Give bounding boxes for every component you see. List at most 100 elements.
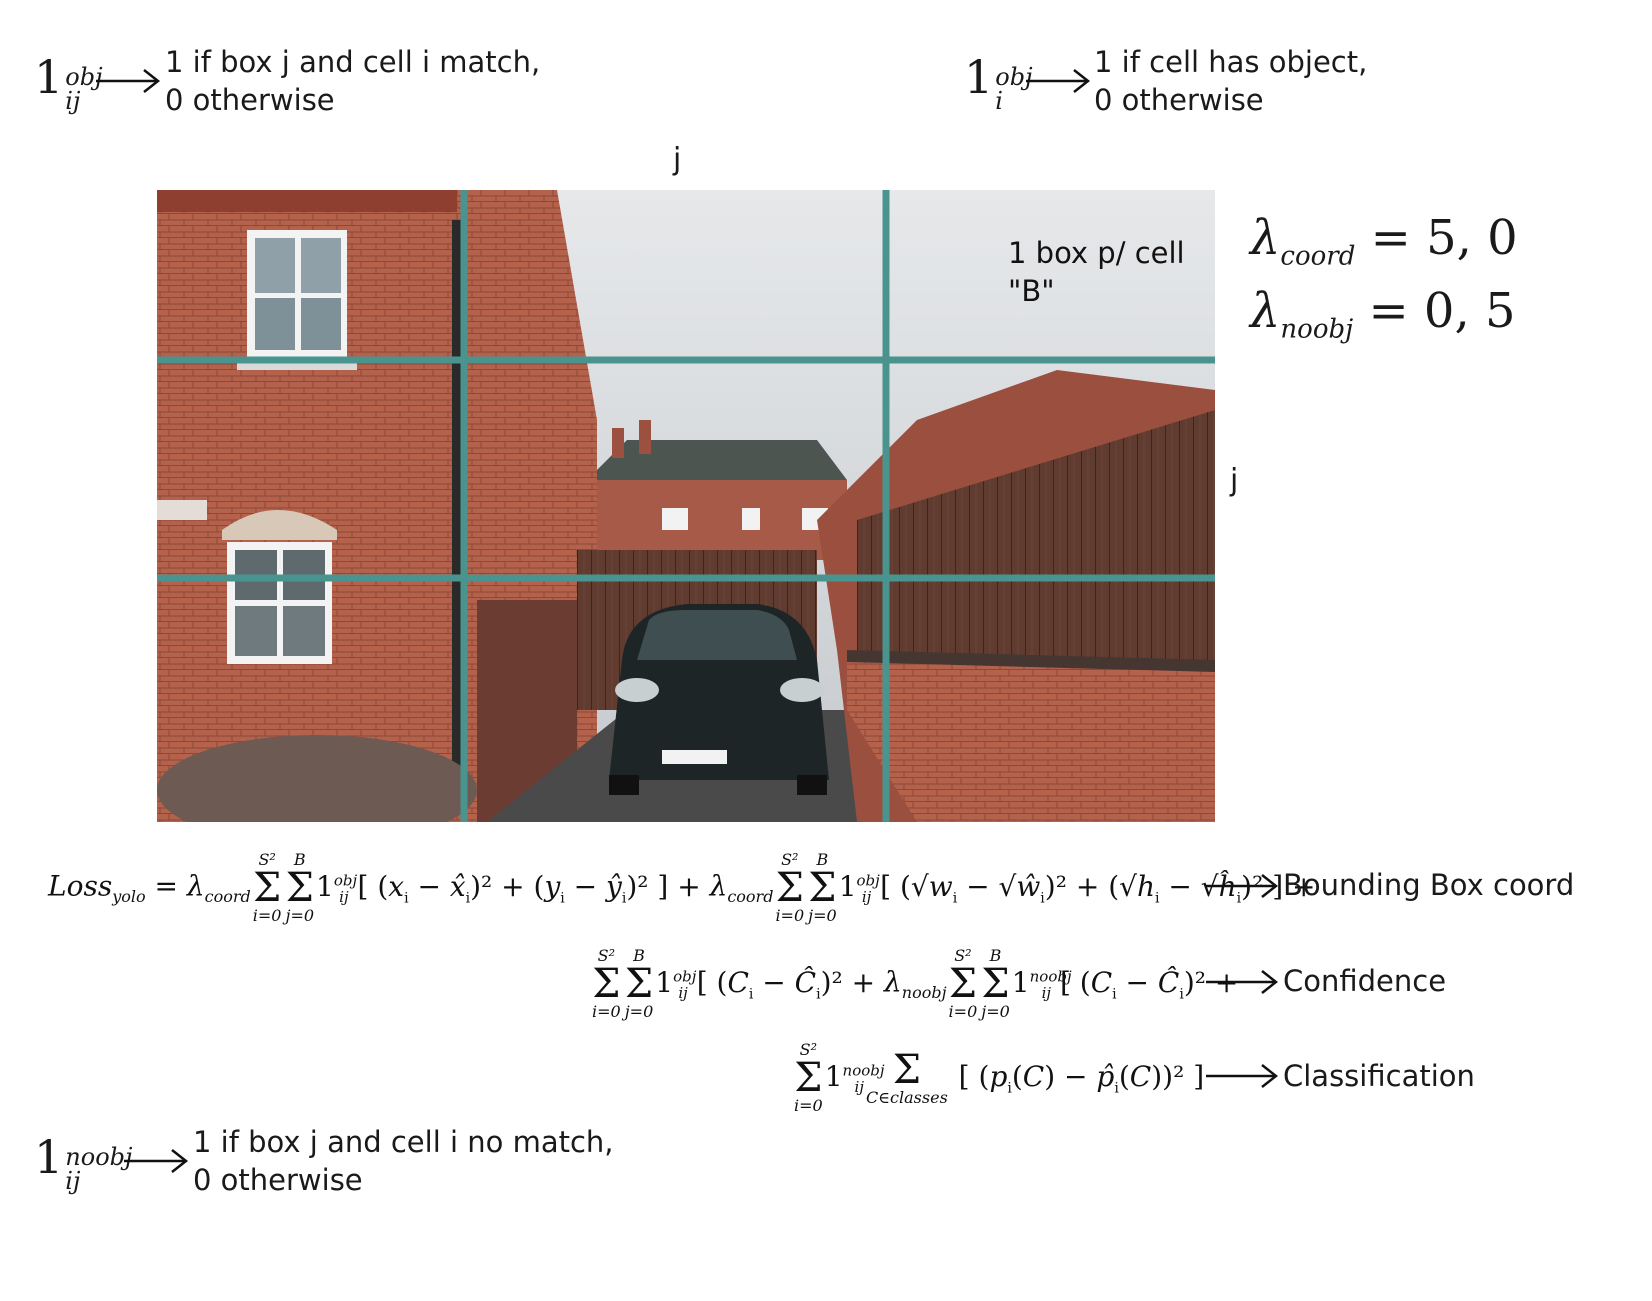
indicator-symbol: 1: [964, 50, 994, 104]
grid-overlay: [157, 190, 1215, 822]
sum-lower: i=0: [794, 1096, 823, 1115]
definition-line: 0 otherwise: [193, 1163, 363, 1197]
definition-line: 1 if box j and cell i match,: [165, 45, 541, 79]
lambda-term: λ: [884, 965, 902, 999]
label-bounding-box-coord: Bounding Box coord: [1283, 868, 1575, 902]
distant-house: [587, 420, 847, 560]
sum-upper: S²: [799, 1040, 818, 1059]
lambda-sub: noobj: [1280, 314, 1354, 345]
lambda-symbol: λ: [1250, 283, 1281, 339]
loss-term-class: [ (pi(C) − p̂i(C))² ]: [949, 1059, 1205, 1097]
indicator-sup: obj: [65, 62, 103, 91]
sigma-symbol: Σ: [624, 961, 654, 1007]
axis-label-top: j: [673, 142, 682, 177]
sum-upper: B: [633, 946, 645, 965]
indicator-sub: ij: [65, 86, 81, 115]
definition-line: 1 if cell has object,: [1094, 45, 1368, 79]
indicator-symbol: 1: [34, 1130, 64, 1184]
lambda-value: = 0, 5: [1368, 283, 1516, 339]
lambda-symbol: λ: [1250, 210, 1281, 266]
sigma-symbol: Σ: [892, 1047, 922, 1093]
sum-lower: j=0: [808, 906, 837, 925]
label-classification: Classification: [1283, 1059, 1475, 1093]
sum-lower: j=0: [624, 1002, 654, 1021]
equals-sign: =: [154, 869, 187, 903]
definition-noobj-ij-text: 1 if box j and cell i no match, 0 otherw…: [193, 1123, 614, 1199]
arrow-right-icon: [1206, 874, 1279, 898]
sum-lower: i=0: [252, 906, 282, 925]
sum-lower: C∈classes: [865, 1088, 948, 1107]
lambda-sub: coord: [204, 887, 251, 907]
lambda-coord: λcoord = 5, 0: [1250, 210, 1518, 272]
sigma-symbol: Σ: [592, 961, 621, 1007]
arrow-right-icon: [1206, 1064, 1279, 1088]
sum-lower: i=0: [592, 1002, 621, 1021]
sum-upper: S²: [597, 946, 616, 965]
cell-note-line: "B": [1008, 274, 1055, 308]
lambda-term: λ: [709, 869, 728, 903]
label-confidence: Confidence: [1283, 964, 1447, 998]
loss-lhs-sub: yolo: [112, 887, 146, 907]
sigma-symbol: Σ: [285, 865, 314, 911]
definition-line: 0 otherwise: [1094, 83, 1264, 117]
arrow-right-icon: [1026, 69, 1091, 93]
indicator-sup: noobj: [65, 1142, 133, 1171]
car: [609, 604, 829, 795]
sum-upper: S²: [258, 850, 276, 869]
sum-upper: B: [293, 850, 306, 869]
sigma-symbol: Σ: [252, 865, 282, 911]
definition-obj-i-text: 1 if cell has object, 0 otherwise: [1094, 43, 1367, 119]
cell-note: 1 box p/ cell "B": [1008, 234, 1185, 310]
sigma-symbol: Σ: [948, 961, 978, 1007]
lambda-sub: noobj: [901, 983, 947, 1003]
indicator-sup: obj: [995, 62, 1033, 91]
arrow-right-icon: [1206, 970, 1279, 994]
loss-lhs: Loss: [48, 869, 113, 903]
sum-upper: S²: [954, 946, 972, 965]
house-driveway-photo: [157, 190, 1215, 822]
definition-line: 0 otherwise: [165, 83, 335, 117]
sum-upper: S²: [781, 850, 799, 869]
arrow-right-icon: [124, 1149, 189, 1173]
sum-lower: i=0: [775, 906, 805, 925]
sum-upper: B: [816, 850, 829, 869]
definition-obj-ij-text: 1 if box j and cell i match, 0 otherwise: [165, 43, 540, 119]
lambda-value: = 5, 0: [1370, 210, 1518, 266]
sum-lower: i=0: [948, 1002, 978, 1021]
loss-term-conf-noobj: 1noobjij [ (Ci − Ĉi)² +: [1011, 965, 1239, 1003]
lambda-sub: coord: [727, 887, 774, 907]
sum-lower: j=0: [981, 1002, 1010, 1021]
indicator-sub: i: [995, 86, 1003, 115]
sum-lower: j=0: [285, 906, 315, 925]
right-fence: [817, 370, 1215, 822]
sum-upper: B: [989, 946, 1002, 965]
loss-term-xy: 1objij [ (xi − x̂i)² + (yi − ŷi)² ] +: [316, 869, 710, 907]
loss-term-noobj-indicator: 1noobjij: [824, 1059, 885, 1097]
lambda-noobj: λnoobj = 0, 5: [1250, 283, 1516, 345]
sigma-symbol: Σ: [808, 865, 837, 911]
arrow-right-icon: [96, 69, 161, 93]
axis-label-right: j: [1230, 463, 1239, 498]
loss-term-conf-obj: 1objij [ (Ci − Ĉi)² +: [655, 965, 885, 1003]
indicator-symbol: 1: [34, 50, 64, 104]
lambda-sub: coord: [1280, 241, 1356, 272]
sigma-symbol: Σ: [775, 865, 804, 911]
sigma-symbol: Σ: [794, 1055, 823, 1101]
